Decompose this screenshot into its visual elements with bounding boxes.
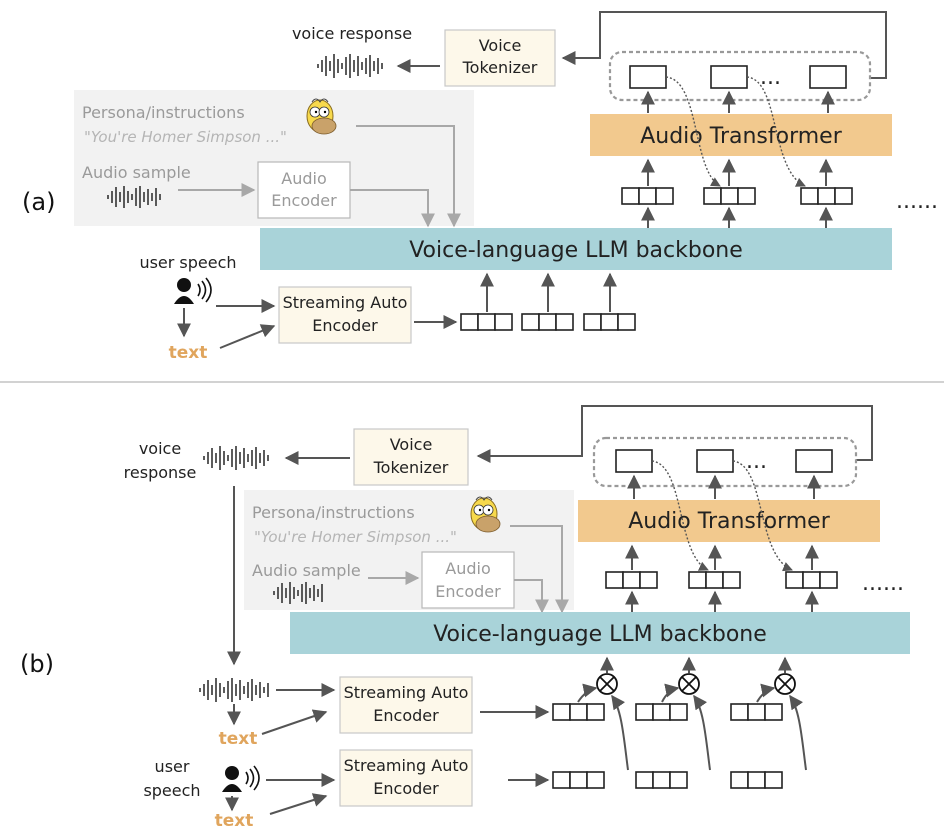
- user-speech-label-b-1: user: [155, 757, 190, 776]
- output-token-a-3: [809, 65, 847, 89]
- streaming-encoder-label-b-top-1: Streaming Auto: [344, 683, 469, 702]
- audio-sample-label-a: Audio sample: [82, 163, 191, 182]
- waveform-icon: [317, 54, 383, 78]
- speech-token-b-2: [635, 771, 688, 789]
- output-token-group-a: [608, 50, 872, 102]
- output-token-a-1: [629, 65, 667, 89]
- streaming-encoder-box-b-top: [339, 676, 473, 734]
- panel-b-label: (b): [20, 650, 54, 678]
- ellipsis-right-b: ......: [862, 571, 904, 596]
- output-token-b-2: [696, 449, 734, 473]
- llm-backbone-label-a: Voice-language LLM backbone: [409, 238, 743, 263]
- user-speaking-icon: [174, 277, 212, 304]
- audio-transformer-label-b: Audio Transformer: [628, 509, 830, 534]
- user-speaking-icon: [222, 765, 260, 792]
- llm-input-token-a-3: [583, 313, 636, 331]
- feedback-loop-arrow-b: [476, 405, 873, 463]
- text-label-b-bottom: text: [215, 811, 254, 831]
- llm-input-token-b-3: [730, 703, 783, 721]
- voice-tokenizer-label-b-2: Tokenizer: [373, 458, 449, 477]
- audio-transformer-box-b: [578, 500, 880, 542]
- ellipsis-small-b: ...: [746, 449, 767, 474]
- streaming-encoder-label-a-2: Encoder: [312, 316, 378, 335]
- audio-encoder-box-b: [421, 551, 515, 609]
- persona-quote-a: "You're Homer Simpson ...": [84, 128, 287, 146]
- llm-backbone-box-b: [290, 612, 910, 654]
- streaming-encoder-label-b-bottom-2: Encoder: [373, 779, 439, 798]
- output-token-group-b: [592, 436, 858, 488]
- speech-token-b-1: [552, 771, 605, 789]
- dotted-feedback-b-1: [651, 460, 709, 571]
- streaming-encoder-label-a-1: Streaming Auto: [283, 293, 408, 312]
- panel-a-label: (a): [22, 188, 55, 216]
- llm-backbone-label-b: Voice-language LLM backbone: [433, 622, 767, 647]
- user-speech-label-b-2: speech: [143, 781, 200, 800]
- audio-encoder-label-b-2: Encoder: [435, 582, 501, 601]
- audio-encoder-label-a-1: Audio: [281, 169, 326, 188]
- dotted-feedback-b-2: [732, 460, 793, 572]
- output-token-b-1: [615, 449, 653, 473]
- llm-input-token-a-1: [460, 313, 513, 331]
- audio-sample-label-b: Audio sample: [252, 561, 361, 580]
- audio-encoder-label-b-1: Audio: [445, 559, 490, 578]
- ellipsis-right-a: ......: [896, 189, 938, 214]
- voice-response-label-b-2: response: [124, 463, 197, 482]
- text-label-b-top: text: [219, 729, 258, 749]
- text-label-a: text: [169, 343, 208, 363]
- streaming-encoder-box-a: [278, 286, 412, 344]
- multiply-icon: [596, 673, 618, 695]
- streaming-encoder-label-b-top-2: Encoder: [373, 706, 439, 725]
- panel-b: (b) voice response Voice Tokenizer ...: [20, 405, 910, 831]
- audio-encoder-box-a: [257, 161, 351, 219]
- streaming-encoder-label-b-bottom-1: Streaming Auto: [344, 756, 469, 775]
- voice-tokenizer-label-b-1: Voice: [390, 435, 433, 454]
- user-speech-label-a: user speech: [139, 253, 236, 272]
- output-token-b-3: [795, 449, 833, 473]
- waveform-icon: [107, 186, 161, 208]
- llm-input-token-a-2: [521, 313, 574, 331]
- streaming-encoder-box-b-bottom: [339, 749, 473, 807]
- dotted-feedback-a-2: [746, 76, 806, 187]
- voice-tokenizer-label-a-2: Tokenizer: [462, 58, 538, 77]
- at-input-token-b-1: [605, 571, 658, 589]
- llm-input-token-b-2: [635, 703, 688, 721]
- voice-tokenizer-box-b: [353, 428, 469, 486]
- speech-token-b-3: [730, 771, 783, 789]
- multiply-icon: [774, 673, 796, 695]
- at-input-token-a-2: [703, 187, 756, 205]
- persona-label-a: Persona/instructions: [82, 103, 245, 122]
- audio-transformer-label-a: Audio Transformer: [640, 124, 842, 149]
- voice-response-label-a: voice response: [292, 24, 412, 43]
- at-input-token-a-1: [621, 187, 674, 205]
- ellipsis-small-a: ...: [760, 65, 781, 90]
- llm-input-token-b-1: [552, 703, 605, 721]
- llm-backbone-box-a: [260, 228, 892, 270]
- persona-area-b: [244, 490, 574, 610]
- persona-label-b: Persona/instructions: [252, 503, 415, 522]
- waveform-icon: [199, 678, 269, 702]
- multiply-icon: [678, 673, 700, 695]
- at-input-token-a-3: [800, 187, 853, 205]
- voice-response-label-b-1: voice: [139, 439, 181, 458]
- voice-tokenizer-box-a: [444, 29, 556, 87]
- at-input-token-b-2: [688, 571, 741, 589]
- audio-encoder-label-a-2: Encoder: [271, 191, 337, 210]
- output-token-a-2: [710, 65, 748, 89]
- at-input-token-b-3: [785, 571, 838, 589]
- persona-quote-b: "You're Homer Simpson ...": [254, 528, 457, 546]
- voice-tokenizer-label-a-1: Voice: [479, 36, 522, 55]
- dotted-feedback-a-1: [665, 76, 721, 187]
- waveform-icon: [273, 582, 323, 604]
- panel-a: (a) Voice Tokenizer voice response ...: [22, 11, 938, 363]
- feedback-loop-arrow-a: [561, 11, 887, 79]
- audio-transformer-box-a: [590, 114, 892, 156]
- waveform-icon: [203, 446, 269, 470]
